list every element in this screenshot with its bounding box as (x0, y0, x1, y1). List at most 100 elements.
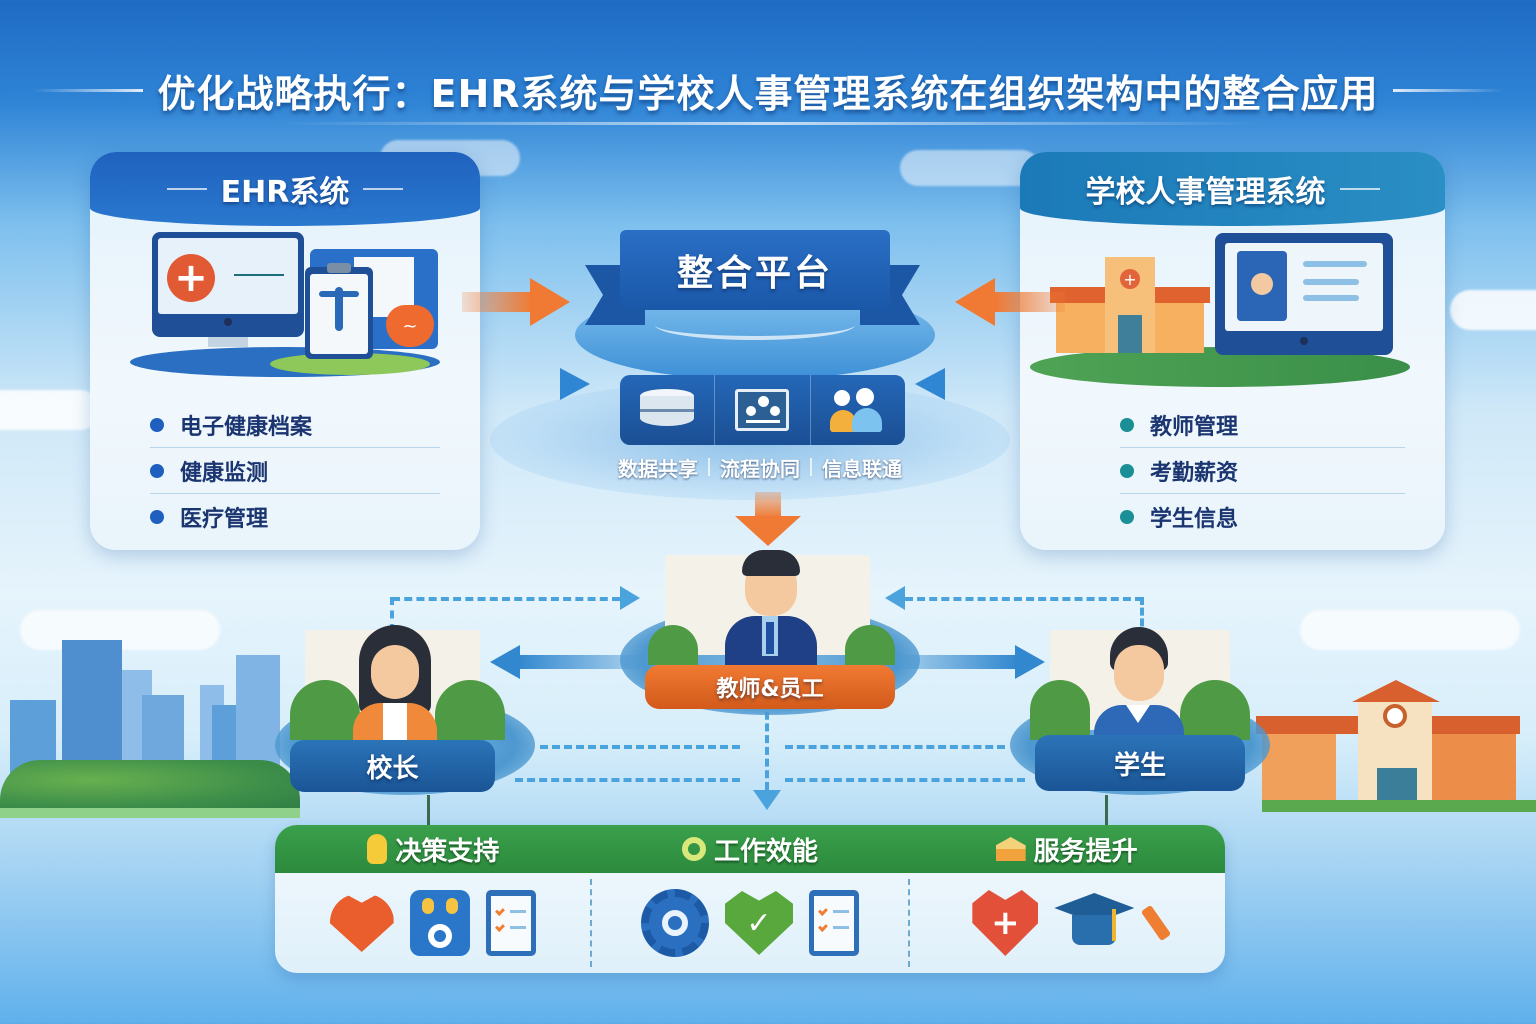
connector-post (427, 795, 430, 827)
bullet-icon (150, 510, 164, 524)
connector-line (785, 745, 1005, 749)
list-item-label: 医疗管理 (180, 507, 269, 532)
connector-line (540, 745, 740, 749)
arrow-left-icon (955, 278, 1065, 326)
title-underline (280, 122, 1260, 125)
school-feature-list: 教师管理 考勤薪资 学生信息 (1120, 402, 1405, 540)
bush-decoration (435, 680, 505, 740)
feature-cell (715, 375, 811, 445)
student-avatar (1088, 625, 1188, 743)
benefits-icons-row: ✓ + (275, 873, 1225, 973)
bush-decoration (1180, 680, 1250, 740)
bush-decoration (1030, 680, 1090, 740)
title-bar: 优化战略执行：EHR系统与学校人事管理系统在组织架构中的整合应用 (0, 55, 1536, 125)
benefit-icon-group (275, 879, 593, 967)
list-item: 医疗管理 (150, 494, 440, 540)
benefit-label: 决策支持 (395, 836, 500, 867)
heart-check-icon: ✓ (724, 891, 793, 955)
clipboard-caduceus-icon (305, 263, 373, 359)
connector-line (392, 597, 620, 601)
checklist-icon (485, 890, 536, 956)
integration-platform: 整合平台 数据共享 (490, 210, 1010, 510)
list-item: 考勤薪资 (1120, 448, 1405, 494)
connector-line (905, 597, 1143, 601)
arrow-down-icon (735, 492, 801, 552)
benefit-heading: 工作效能 (592, 825, 909, 873)
connector-post (1105, 795, 1108, 827)
diploma-icon (1141, 904, 1172, 942)
role-teacher-staff: 教师&员工 (645, 665, 895, 709)
connector-line (765, 700, 769, 790)
gear-icon (640, 889, 709, 957)
ehr-illustration: + ~ (120, 227, 450, 377)
page-title: 优化战略执行：EHR系统与学校人事管理系统在组织架构中的整合应用 (157, 71, 1379, 116)
users-icon (829, 388, 886, 432)
gear-icon (682, 837, 706, 861)
bush-decoration (648, 625, 698, 665)
heart-pulse-icon (329, 894, 394, 952)
header-dash (166, 188, 207, 190)
heart-cross-icon: + (972, 890, 1039, 956)
list-item: 教师管理 (1120, 402, 1405, 448)
school-illustration: + (1030, 227, 1430, 397)
feature-label: 流程协同 (720, 456, 800, 481)
connector-line (390, 597, 394, 632)
school-panel-title: 学校人事管理系统 (1085, 175, 1326, 210)
graduation-cap-icon (995, 837, 1026, 861)
principal-avatar (345, 625, 445, 743)
graduation-cap-icon (1054, 893, 1135, 953)
header-dash (1339, 188, 1380, 190)
ideas-gear-icon (409, 890, 470, 956)
student-node: 学生 (1010, 625, 1270, 795)
platform-title: 整合平台 (620, 230, 890, 310)
platform-feature-labels: 数据共享 流程协同 信息联通 (580, 450, 940, 484)
platform-disc-ring (655, 310, 855, 340)
arrow-left-icon (885, 586, 905, 610)
inflow-arrow-left-icon (560, 368, 590, 400)
school-building-scene (1256, 672, 1536, 812)
arrow-down-icon (753, 790, 781, 810)
heart-pulse-icon: ~ (386, 305, 434, 347)
collaboration-board-icon (735, 389, 790, 431)
header-dash (363, 188, 404, 190)
teacher-avatar (720, 550, 820, 666)
benefits-panel: 决策支持 工作效能 服务提升 (275, 825, 1225, 973)
school-hr-system-panel: 学校人事管理系统 + 教师管理 考勤薪资 学生信息 (1020, 152, 1445, 550)
bullet-icon (150, 417, 164, 432)
bullet-icon (1120, 510, 1134, 524)
ehr-feature-list: 电子健康档案 健康监测 医疗管理 (150, 402, 440, 540)
platform-feature-box (620, 375, 905, 445)
feature-cell (620, 375, 716, 445)
benefit-heading: 服务提升 (908, 825, 1225, 873)
school-panel-header: 学校人事管理系统 (1020, 152, 1445, 226)
arrow-right-icon (620, 586, 640, 610)
checklist-icon (808, 890, 859, 956)
list-item-label: 健康监测 (180, 460, 269, 486)
benefit-label: 工作效能 (714, 836, 819, 867)
ehr-panel-title: EHR系统 (220, 175, 350, 210)
title-decoration-line (33, 88, 144, 92)
list-item-label: 学生信息 (1150, 507, 1239, 532)
arrow-right-icon (462, 278, 572, 326)
bullet-icon (1120, 463, 1134, 478)
bush-decoration (290, 680, 360, 740)
monitor-profile-icon (1215, 233, 1393, 355)
teacher-staff-node: 教师&员工 (620, 550, 920, 715)
cloud-decoration (0, 390, 100, 430)
feature-label: 信息联通 (822, 456, 902, 481)
bush-decoration (845, 625, 895, 665)
list-item: 学生信息 (1120, 494, 1405, 540)
role-student: 学生 (1035, 735, 1245, 791)
bullet-icon (1120, 417, 1134, 432)
school-building-icon: + (1050, 247, 1210, 357)
cloud-decoration (1300, 610, 1520, 650)
list-item: 电子健康档案 (150, 402, 440, 448)
benefits-header: 决策支持 工作效能 服务提升 (275, 825, 1225, 873)
inflow-arrow-right-icon (915, 368, 945, 400)
connector-line (785, 778, 1025, 782)
ehr-system-panel: EHR系统 + ~ 电子健康档案 健康监测 医疗管理 (90, 152, 480, 550)
bullet-icon (150, 463, 164, 478)
list-item-label: 考勤薪资 (1150, 460, 1239, 486)
list-item: 健康监测 (150, 448, 440, 494)
separator (708, 458, 710, 476)
